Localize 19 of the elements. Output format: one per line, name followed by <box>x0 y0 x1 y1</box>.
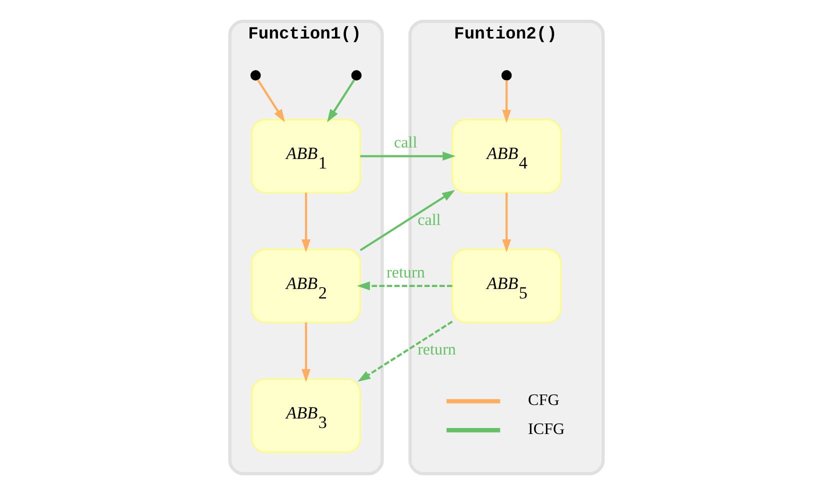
edge-label: return <box>386 264 425 282</box>
arrow <box>327 79 356 122</box>
arrow <box>502 192 512 252</box>
arrow <box>502 80 512 123</box>
node-circle <box>501 70 512 81</box>
legend-label: CFG <box>528 392 560 409</box>
node-circle <box>250 70 261 81</box>
arrow <box>358 320 453 382</box>
arrow <box>256 79 285 122</box>
arrow <box>302 322 311 382</box>
node-circle <box>351 70 362 81</box>
edge-label: call <box>418 212 441 229</box>
arrow <box>302 192 311 252</box>
arrow <box>360 152 456 161</box>
arrow <box>360 190 456 252</box>
edge-label: return <box>418 342 456 359</box>
legend-label: ICFG <box>528 420 565 438</box>
edge-label: call <box>394 134 418 152</box>
arrow <box>357 281 452 290</box>
